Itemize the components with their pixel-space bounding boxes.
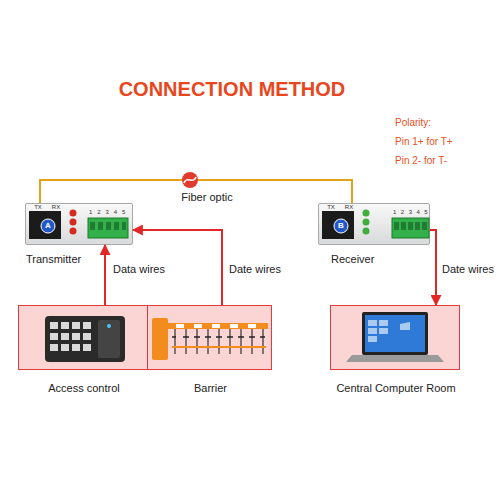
- laptop-screen: [365, 315, 425, 352]
- reader-light: [107, 324, 111, 328]
- status-led: [363, 210, 370, 217]
- device-box: Transmitter: [25, 203, 133, 245]
- terminal-slots: [394, 222, 427, 230]
- fiber-port: [29, 211, 61, 239]
- keypad-body: [45, 316, 125, 362]
- barrier-stripes: [176, 324, 256, 328]
- diagram-title: CONNECTION METHOD: [0, 77, 464, 101]
- connector-label: Fiber optic: [181, 191, 232, 204]
- equipment-box: Barrier: [147, 305, 272, 370]
- equipment-box: Central Computer Room: [330, 305, 460, 370]
- node-label: Access control: [0, 382, 169, 395]
- note-text: Polarity:: [395, 117, 431, 128]
- connector-label: Date wires: [229, 263, 281, 276]
- connector-label: Data wires: [113, 263, 165, 276]
- barrier-housing: [152, 318, 168, 360]
- node-label: Transmitter: [26, 253, 81, 266]
- fiber-symbol-curve: [184, 177, 196, 183]
- card-reader: [98, 320, 120, 358]
- terminal-block: [392, 218, 429, 238]
- fiber-cable: [40, 180, 352, 203]
- node-label: Barrier: [128, 382, 293, 395]
- equipment-box: Access control: [18, 305, 148, 370]
- connector-label: Date wires: [442, 263, 494, 276]
- status-led: [70, 228, 77, 235]
- terminal-block: [88, 218, 128, 238]
- note-text: Pin 2- for T-: [395, 155, 447, 166]
- device-box: Receiver: [318, 203, 430, 245]
- barrier-arm: [166, 323, 268, 329]
- data-wire-arrow: [430, 230, 436, 305]
- note-text: Pin 1+ for T+: [395, 136, 453, 147]
- status-led: [70, 210, 77, 217]
- port-badge: [41, 219, 55, 233]
- terminal-slots: [90, 222, 126, 230]
- laptop-bezel: [362, 312, 428, 355]
- laptop-base: [346, 355, 444, 362]
- port-badge: [334, 219, 348, 233]
- node-label: Central Computer Room: [311, 382, 481, 395]
- barrier-rail: [172, 346, 266, 348]
- status-led: [363, 219, 370, 226]
- keypad-keys: [50, 322, 91, 351]
- barrier-crosses: [172, 336, 265, 338]
- data-wire-arrow: [133, 230, 222, 305]
- data-wire-arrow: [104, 245, 106, 305]
- fiber-port: [322, 211, 354, 239]
- status-led: [70, 219, 77, 226]
- barrier-rods: [175, 329, 263, 354]
- status-led: [363, 228, 370, 235]
- node-label: Receiver: [331, 253, 374, 266]
- fiber-symbol: [182, 172, 198, 188]
- screen-tiles: [368, 320, 410, 342]
